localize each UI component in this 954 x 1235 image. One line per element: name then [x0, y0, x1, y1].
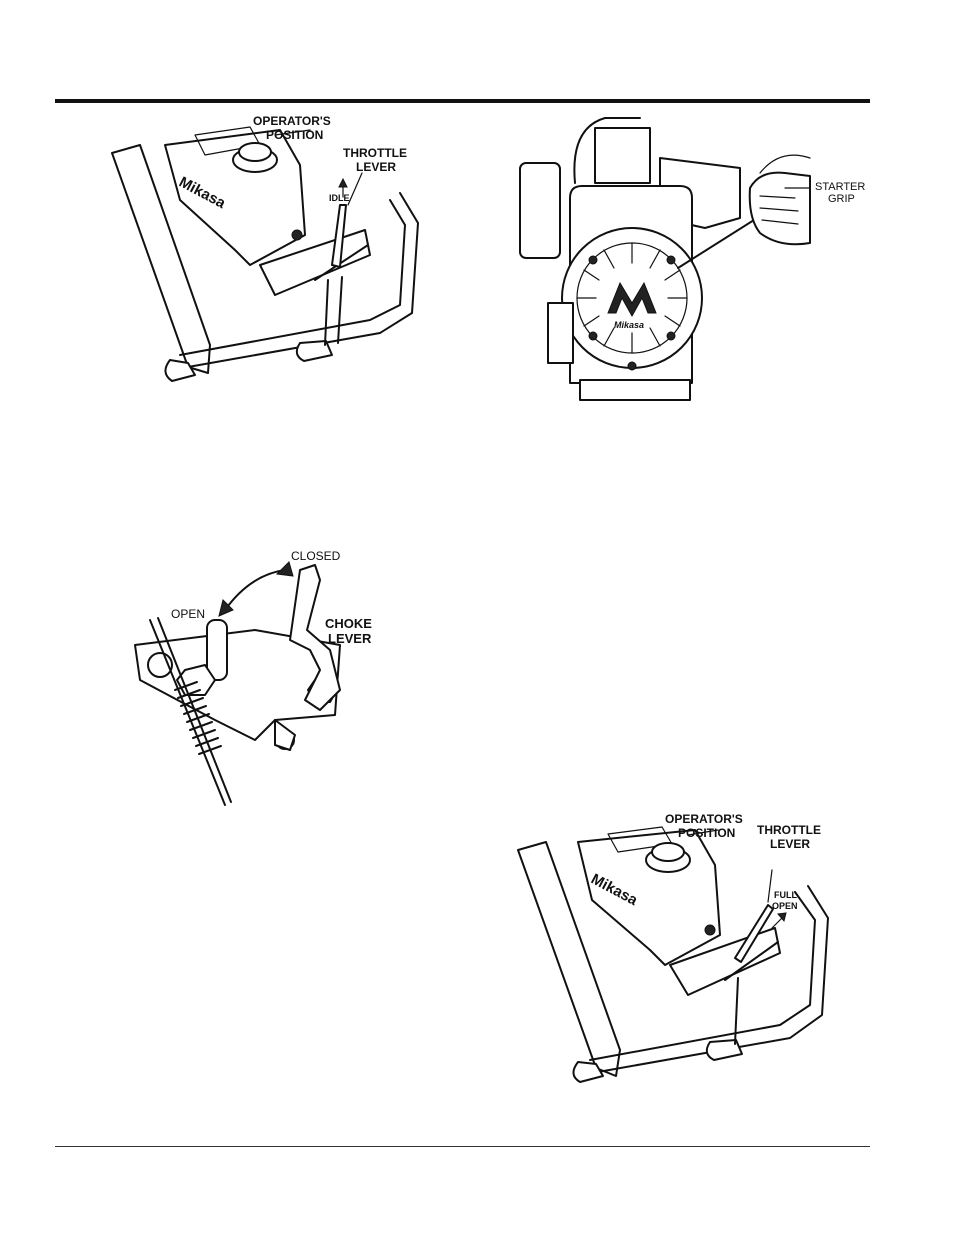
- label-closed: CLOSED: [291, 549, 341, 563]
- choke-arc: [225, 570, 285, 610]
- throttle-leader: [768, 870, 772, 902]
- label-choke-1: CHOKE: [325, 616, 372, 631]
- cover-bolt-1: [589, 256, 597, 264]
- hand-sleeve: [760, 155, 810, 173]
- handle-foot-right: [297, 341, 332, 361]
- fuel-cap-top: [239, 143, 271, 161]
- handle-upright: [325, 280, 328, 345]
- bottom-rule: [55, 1146, 870, 1147]
- label-starter-2: GRIP: [828, 193, 855, 205]
- handle-upright: [735, 978, 738, 1044]
- choke-arrow-closed: [277, 562, 293, 576]
- handle-foot-right: [707, 1040, 742, 1060]
- fuel-tank: [578, 830, 720, 965]
- label-open: OPEN: [171, 607, 205, 621]
- cover-bolt-4: [667, 332, 675, 340]
- full-arrow: [772, 918, 782, 928]
- label-throttle-1: THROTTLE: [343, 146, 407, 160]
- plate-tab: [275, 720, 295, 750]
- label-operator-2: POSITION: [266, 128, 323, 142]
- engine-base: [580, 380, 690, 400]
- full-arrowhead: [778, 913, 786, 921]
- bolt: [705, 925, 715, 935]
- cover-bolt-3: [589, 332, 597, 340]
- label-throttle-2: LEVER: [770, 837, 810, 851]
- cover-bolt-5: [628, 362, 636, 370]
- operator-hand: [750, 173, 810, 245]
- side-bracket: [548, 303, 573, 363]
- label-throttle-1: THROTTLE: [757, 823, 821, 837]
- label-starter-1: STARTER: [815, 181, 865, 193]
- throttle-leader: [348, 173, 362, 205]
- figure-throttle-full-open: Mikasa OPERATOR'S POSITION THROTTLE LEVE…: [510, 810, 860, 1085]
- cover-logo-text: Mikasa: [614, 320, 644, 330]
- figure-starter-grip: Mikasa STARTER GRIP: [510, 108, 880, 413]
- idle-arrowhead: [339, 179, 347, 187]
- label-operator-2: POSITION: [678, 826, 735, 840]
- label-operator-1: OPERATOR'S: [253, 114, 331, 128]
- muffler: [520, 163, 560, 258]
- cover-bolt-2: [667, 256, 675, 264]
- handle-upright-2: [338, 277, 342, 343]
- top-rule: [55, 99, 870, 103]
- figure-throttle-idle: Mikasa OPERATOR'S POSITION THROTTLE LEVE…: [100, 105, 450, 395]
- air-cleaner: [595, 128, 650, 183]
- label-idle: IDLE: [329, 193, 350, 203]
- fuel-tank: [165, 130, 305, 265]
- bolt: [292, 230, 302, 240]
- label-choke-2: LEVER: [328, 631, 372, 646]
- figure-choke-lever: CLOSED OPEN CHOKE LEVER: [125, 540, 380, 815]
- fuel-cap-top: [652, 843, 684, 861]
- label-throttle-2: LEVER: [356, 160, 396, 174]
- label-operator-1: OPERATOR'S: [665, 812, 743, 826]
- label-full-2: OPEN: [772, 901, 798, 911]
- label-full-1: FULL: [774, 890, 797, 900]
